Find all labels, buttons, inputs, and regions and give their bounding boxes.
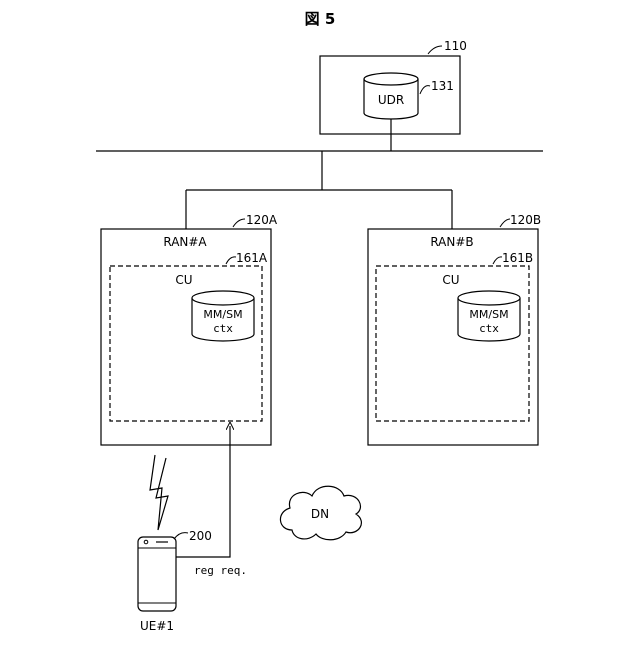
ran-a-node: 120A RAN#A 161A CU MM/SM ctx xyxy=(101,213,278,445)
ran-b-cu-ref: 161B xyxy=(502,251,533,265)
ran-b-label: RAN#B xyxy=(430,235,473,249)
figure-title: 図 5 xyxy=(305,10,336,28)
ran-a-leader xyxy=(233,219,245,227)
ran-a-cu-label: CU xyxy=(175,273,192,287)
dn-cloud: DN xyxy=(280,486,361,540)
ue-ref: 200 xyxy=(189,529,212,543)
ran-a-cu-leader xyxy=(226,257,236,264)
ran-a-ctx-database: MM/SM ctx xyxy=(192,291,254,341)
ran-a-ctx-line2: ctx xyxy=(213,322,233,335)
ran-b-ref: 120B xyxy=(510,213,541,227)
udr-database: UDR xyxy=(364,73,418,119)
ran-a-ref: 120A xyxy=(246,213,278,227)
udr-server-leader xyxy=(428,46,442,54)
dn-label: DN xyxy=(311,507,329,521)
ran-b-ctx-database: MM/SM ctx xyxy=(458,291,520,341)
ran-a-cu-ref: 161A xyxy=(236,251,268,265)
reg-request-label: reg req. xyxy=(194,564,247,577)
ran-b-ctx-line1: MM/SM xyxy=(469,308,508,321)
ue-device: 200 UE#1 xyxy=(138,529,212,633)
ran-b-cu-label: CU xyxy=(442,273,459,287)
ran-b-ctx-line2: ctx xyxy=(479,322,499,335)
ran-a-ctx-line1: MM/SM xyxy=(203,308,242,321)
ran-b-leader xyxy=(500,219,510,227)
network-links xyxy=(96,119,543,229)
wireless-link-icon xyxy=(150,455,168,530)
ue-label: UE#1 xyxy=(140,619,174,633)
ue-leader xyxy=(174,533,188,539)
udr-db-leader xyxy=(420,86,430,94)
udr-db-label: UDR xyxy=(378,93,404,107)
udr-db-ref: 131 xyxy=(431,79,454,93)
ran-b-cu-leader xyxy=(493,257,502,264)
udr-server-ref: 110 xyxy=(444,39,467,53)
ran-b-node: 120B RAN#B 161B CU MM/SM ctx xyxy=(368,213,541,445)
ran-a-cu-box xyxy=(110,266,262,421)
ran-b-cu-box xyxy=(376,266,529,421)
ran-a-label: RAN#A xyxy=(163,235,207,249)
udr-server: 110 UDR 131 xyxy=(320,39,467,134)
